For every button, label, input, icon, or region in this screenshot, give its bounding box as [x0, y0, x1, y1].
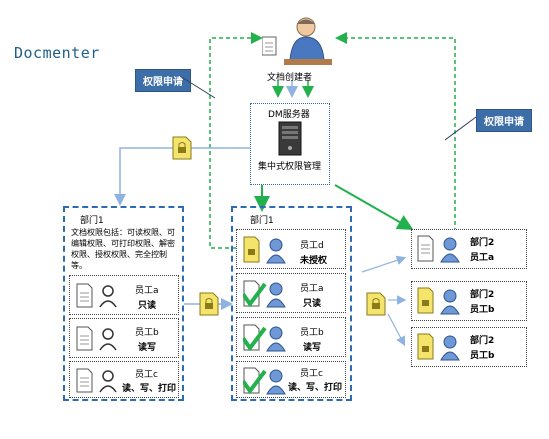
- employee-name: 员工b: [470, 351, 495, 361]
- locked-document-user-icon: [243, 236, 286, 264]
- document-user-icon: [76, 283, 117, 308]
- server-left-arrow: [114, 147, 250, 206]
- permission-request-tag-right: 权限申请: [476, 109, 532, 132]
- server-icon: [278, 121, 302, 156]
- employee-permission: 读写: [138, 343, 157, 353]
- employee-name: 员工b: [300, 328, 324, 338]
- permission-request-tag-left: 权限申请: [135, 69, 191, 92]
- creator-person-icon: [262, 17, 332, 65]
- request-path-right: [335, 32, 456, 232]
- employee-permission: 只读: [138, 301, 157, 311]
- employee-permission: 未授权: [300, 256, 328, 266]
- dept-left-box: [63, 206, 184, 401]
- employee-permission: 读写: [303, 343, 322, 353]
- server-subtitle: 集中式权限管理: [258, 162, 322, 172]
- checked-document-user-icon: [243, 324, 286, 352]
- employee-name: 员工c: [300, 369, 323, 379]
- dept-name: 部门2: [470, 290, 495, 300]
- locked-document-user-icon: [417, 287, 460, 315]
- dept-left-title: 部门1: [80, 216, 104, 226]
- request-path-left: [209, 32, 263, 249]
- locked-document-user-icon: [417, 333, 460, 361]
- checked-document-user-icon: [243, 280, 286, 308]
- document-user-icon: [76, 326, 117, 351]
- locked-document-icon: [172, 136, 192, 160]
- employee-name: 员工d: [300, 241, 324, 251]
- employee-card: [411, 281, 527, 321]
- mid-right-arrow-1: [361, 255, 407, 273]
- dept-mid-box: [231, 206, 352, 401]
- dept-name: 部门2: [470, 336, 495, 346]
- locked-document-icon: [366, 292, 386, 316]
- document-user-icon: [76, 368, 117, 393]
- employee-permission: 只读: [303, 299, 322, 309]
- employee-name: 员工b: [470, 305, 495, 315]
- employee-permission: 读、写、打印: [122, 384, 177, 394]
- employee-name: 员工b: [135, 328, 159, 338]
- dept-mid-title: 部门1: [250, 216, 274, 226]
- mid-right-arrow-3: [387, 313, 406, 347]
- employee-name: 员工c: [135, 370, 158, 380]
- checked-document-user-icon: [243, 367, 286, 395]
- employee-permission: 读、写、打印: [288, 383, 343, 393]
- server-title: DM服务器: [268, 110, 310, 120]
- employee-name: 员工a: [470, 253, 495, 263]
- dept-left-description: 文档权限包括：可读权限、可编辑权限、可打印权限、解密权限、授权权限、完全控制等。: [71, 228, 175, 270]
- locked-document-icon: [199, 292, 219, 316]
- server-right-arrow: [334, 184, 414, 230]
- document-user-icon: [417, 235, 460, 263]
- dept-name: 部门2: [470, 238, 495, 248]
- creator-label: 文档创建者: [267, 73, 313, 83]
- employee-name: 员工a: [300, 284, 324, 294]
- employee-name: 员工a: [135, 286, 159, 296]
- brand-title: Docmenter: [14, 44, 100, 62]
